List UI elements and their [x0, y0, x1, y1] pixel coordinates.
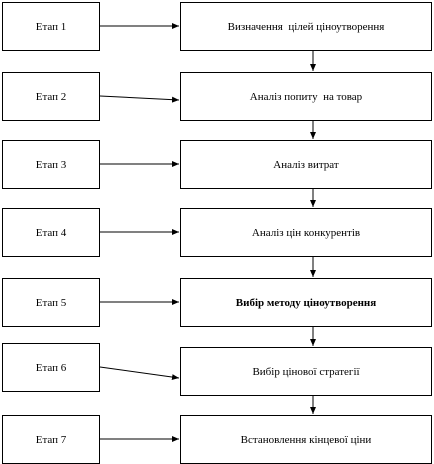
step-4-box: Аналіз цін конкурентів	[180, 208, 432, 257]
stage-6-box: Етап 6	[2, 343, 100, 392]
step-5-box: Вибір методу ціноутворення	[180, 278, 432, 327]
stage-1-box: Етап 1	[2, 2, 100, 51]
stage-4-box: Етап 4	[2, 208, 100, 257]
step-6-box: Вибір цінової стратегії	[180, 347, 432, 396]
stage-2-box: Етап 2	[2, 72, 100, 121]
step-1-box: Визначення цілей ціноутворення	[180, 2, 432, 51]
step-2-box: Аналіз попиту на товар	[180, 72, 432, 121]
stage-7-box: Етап 7	[2, 415, 100, 464]
arrow-stage-2	[99, 95, 180, 103]
step-3-box: Аналіз витрат	[180, 140, 432, 189]
arrow-stage-6	[99, 366, 180, 381]
step-7-box: Встановлення кінцевої ціни	[180, 415, 432, 464]
stage-3-box: Етап 3	[2, 140, 100, 189]
stage-5-box: Етап 5	[2, 278, 100, 327]
